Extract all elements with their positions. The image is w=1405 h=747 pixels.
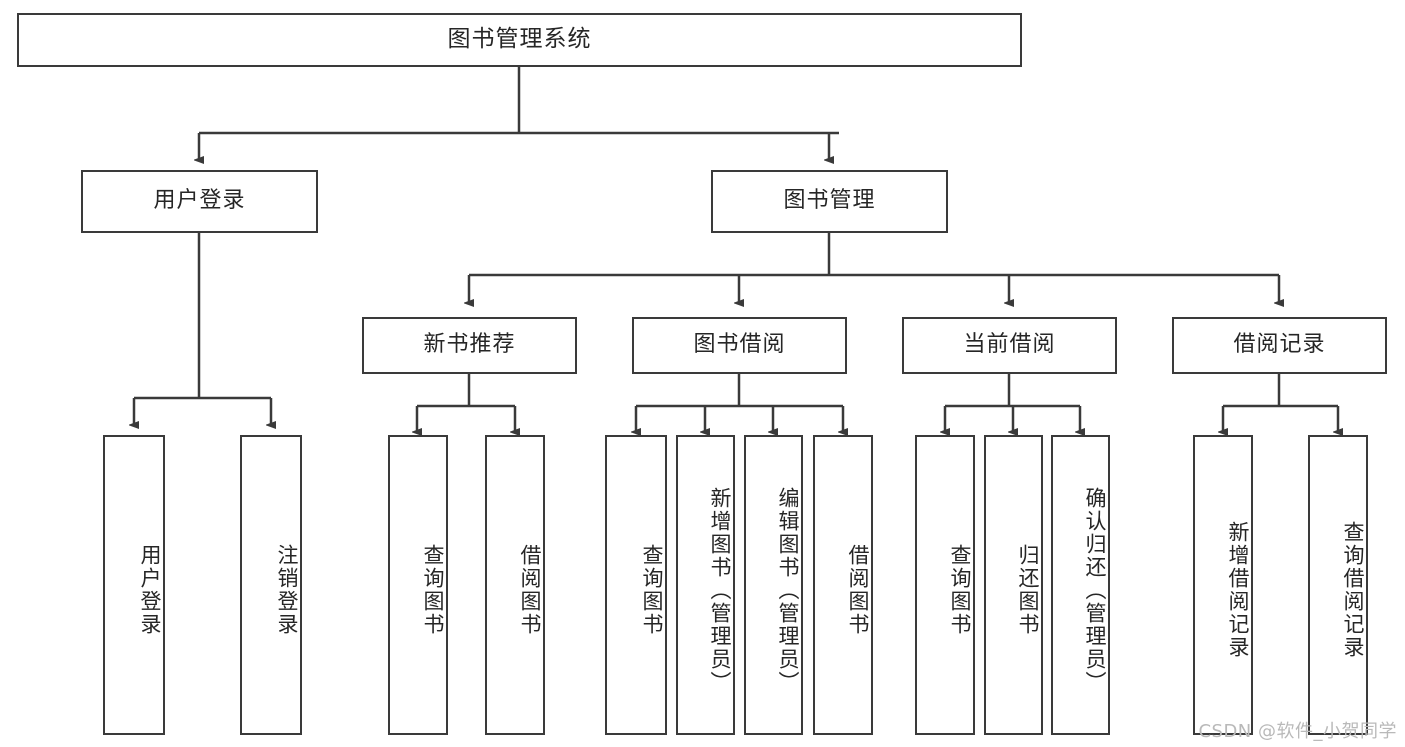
node-label: 注销登录 (275, 544, 299, 636)
node-label: 当前借阅 (963, 332, 1056, 358)
node-label: 借阅图书 (518, 544, 542, 636)
node-root-book-management-system[interactable]: 图书管理系统 (17, 13, 1022, 67)
leaf-borrow-book[interactable]: 借阅图书 (813, 435, 873, 735)
node-current-borrowing[interactable]: 当前借阅 (902, 317, 1117, 374)
leaf-confirm-return-admin[interactable]: 确认归还（管理员） (1051, 435, 1110, 735)
leaf-edit-book-admin[interactable]: 编辑图书（管理员） (744, 435, 803, 735)
node-label: 图书管理 (783, 188, 876, 214)
leaf-return-book[interactable]: 归还图书 (984, 435, 1043, 735)
leaf-add-book-admin[interactable]: 新增图书（管理员） (676, 435, 735, 735)
node-label: 查询图书 (948, 544, 972, 636)
node-label: 借阅图书 (846, 544, 870, 636)
leaf-query-book-borrow[interactable]: 查询图书 (605, 435, 667, 735)
node-label: 编辑图书（管理员） (776, 486, 800, 694)
leaf-query-borrow-record[interactable]: 查询借阅记录 (1308, 435, 1368, 735)
node-label: 用户登录 (138, 544, 162, 636)
leaf-add-borrow-record[interactable]: 新增借阅记录 (1193, 435, 1253, 735)
node-label: 查询借阅记录 (1341, 521, 1365, 659)
node-book-management[interactable]: 图书管理 (711, 170, 948, 233)
node-label: 借阅记录 (1233, 332, 1326, 358)
node-label: 确认归还（管理员） (1083, 486, 1107, 694)
node-book-borrowing[interactable]: 图书借阅 (632, 317, 847, 374)
node-user-login[interactable]: 用户登录 (81, 170, 318, 233)
leaf-query-book-newbook[interactable]: 查询图书 (388, 435, 448, 735)
node-label: 查询图书 (421, 544, 445, 636)
csdn-watermark: CSDN @软件_小贺同学 (1198, 721, 1397, 742)
leaf-query-book-current[interactable]: 查询图书 (915, 435, 975, 735)
node-label: 用户登录 (153, 188, 246, 214)
node-label: 新书推荐 (423, 332, 516, 358)
node-label: 图书借阅 (693, 332, 786, 358)
node-label: 新增图书（管理员） (708, 486, 732, 694)
leaf-borrow-book-newbook[interactable]: 借阅图书 (485, 435, 545, 735)
node-borrowing-record[interactable]: 借阅记录 (1172, 317, 1387, 374)
node-label: 归还图书 (1016, 544, 1040, 636)
leaf-logout[interactable]: 注销登录 (240, 435, 302, 735)
node-new-book-recommendation[interactable]: 新书推荐 (362, 317, 577, 374)
leaf-user-login[interactable]: 用户登录 (103, 435, 165, 735)
node-label: 图书管理系统 (447, 26, 592, 53)
node-label: 查询图书 (640, 544, 664, 636)
node-label: 新增借阅记录 (1226, 521, 1250, 659)
